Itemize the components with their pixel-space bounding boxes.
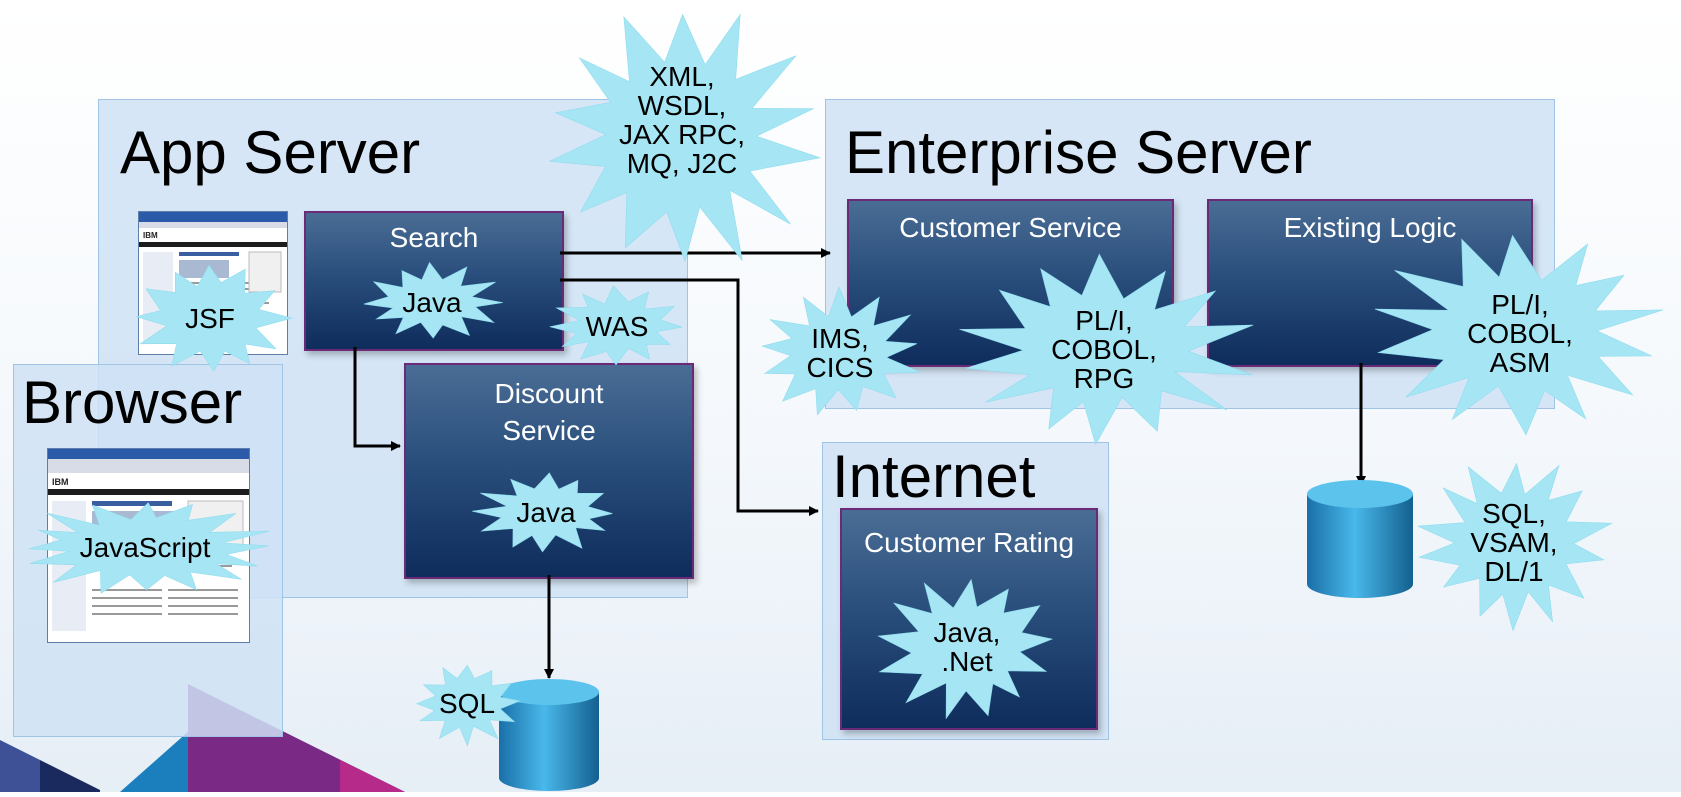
- jsf-burst: JSF: [128, 258, 292, 378]
- javascript-burst: JavaScript: [10, 498, 280, 596]
- ims-cics-burst-text: IMS, CICS: [806, 323, 874, 383]
- customer-rating-title: Customer Rating: [863, 527, 1075, 558]
- existing-logic-lang-burst-text: PL/I, COBOL, ASM: [1467, 288, 1573, 378]
- customer-service-title: Customer Service: [899, 212, 1122, 243]
- jsf-burst-text: JSF: [185, 302, 235, 334]
- browser-title: Browser: [22, 369, 243, 436]
- sql-burst-text: SQL: [438, 687, 496, 719]
- db-access-burst: SQL, VSAM, DL/1: [1414, 452, 1614, 632]
- customer-service-lang-burst: PL/I, COBOL, RPG: [948, 250, 1260, 448]
- search-to-customer-rating-arrow: [560, 278, 819, 516]
- existing-logic-title: Existing Logic: [1283, 212, 1457, 243]
- customer-rating-lang-burst: Java, .Net: [872, 572, 1062, 722]
- discount-java-burst-text: Java: [516, 496, 576, 528]
- search-to-discount-arrow: [353, 347, 401, 451]
- customer-rating-lang-burst-text: Java, .Net: [933, 617, 1001, 677]
- db-access-burst-text: SQL, VSAM, DL/1: [1470, 497, 1558, 587]
- enterprise-server-title: Enterprise Server: [845, 119, 1312, 186]
- discount-database-cylinder: [498, 678, 600, 792]
- was-burst: WAS: [546, 284, 688, 368]
- search-service-title: Search: [389, 222, 479, 253]
- customer-service-lang-burst-text: PL/I, COBOL, RPG: [1051, 304, 1157, 394]
- discount-java-burst: Java: [470, 470, 622, 554]
- search-java-burst-text: Java: [402, 286, 462, 318]
- protocols-burst: XML, WSDL, JAX RPC, MQ, J2C: [532, 2, 832, 272]
- search-java-burst: Java: [358, 262, 506, 342]
- was-burst-text: WAS: [585, 310, 649, 342]
- svg-text:IBM: IBM: [52, 477, 69, 487]
- javascript-burst-text: JavaScript: [79, 531, 211, 563]
- existing-logic-lang-burst: PL/I, COBOL, ASM: [1364, 228, 1676, 438]
- svg-text:IBM: IBM: [143, 231, 158, 240]
- app-server-title: App Server: [120, 119, 421, 186]
- enterprise-database-cylinder: [1306, 479, 1414, 599]
- sql-burst: SQL: [410, 660, 524, 746]
- ims-cics-burst: IMS, CICS: [752, 286, 928, 420]
- protocols-burst-text: XML, WSDL, JAX RPC, MQ, J2C: [618, 61, 746, 179]
- discount-service-title: Discount Service: [494, 378, 604, 446]
- internet-title: Internet: [832, 443, 1036, 510]
